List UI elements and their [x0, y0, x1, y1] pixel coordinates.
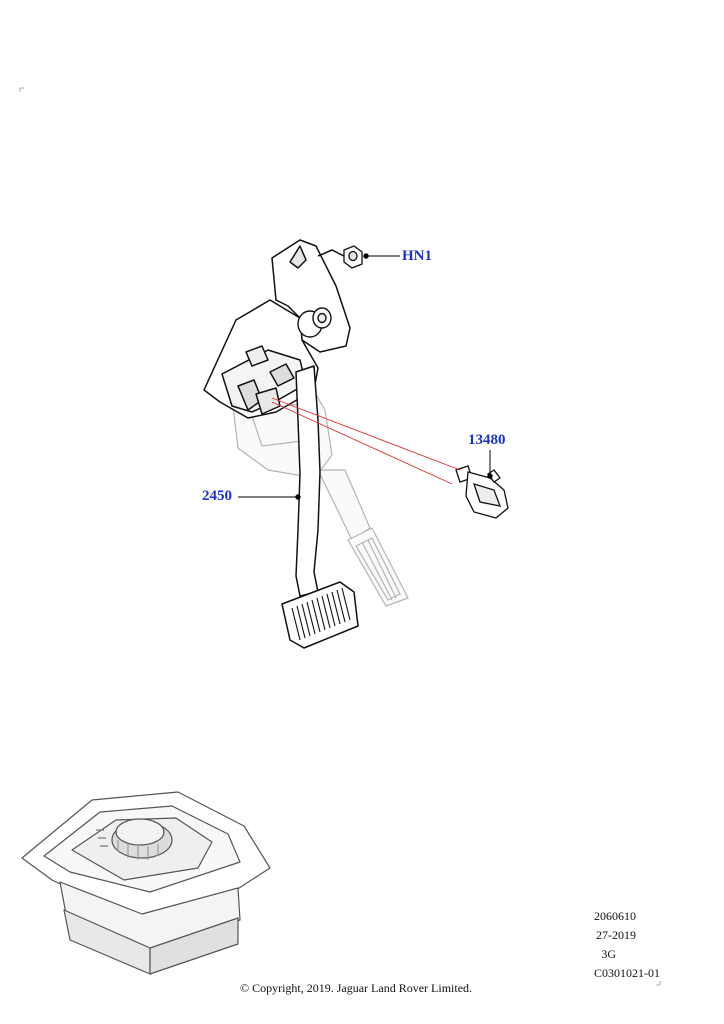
copyright-notice: © Copyright, 2019. Jaguar Land Rover Lim…	[239, 981, 473, 995]
info-line-2: 27-2019	[596, 928, 636, 942]
brake-pedal-pad	[281, 581, 359, 649]
info-line-4: C0301021-01	[594, 966, 660, 980]
leader-line-13480	[487, 450, 493, 479]
brake-light-switch-part	[455, 465, 509, 519]
pedal-bracket	[203, 239, 351, 419]
brake-pedal-arm	[295, 365, 321, 597]
leader-line-2450	[238, 494, 301, 500]
leader-line-hn1	[363, 253, 400, 259]
pivot-bolt	[297, 307, 332, 338]
callout-13480[interactable]: 13480	[468, 432, 506, 448]
callout-hn1[interactable]: HN1	[402, 248, 432, 264]
info-line-3: 3G	[601, 947, 616, 961]
diagram-info-block: 2060610 27-2019 3G C0301021-01	[594, 907, 660, 983]
callout-2450[interactable]: 2450	[202, 488, 232, 504]
crop-mark-bottom-right	[656, 981, 661, 986]
switch-location-lines	[271, 397, 461, 485]
nut-hn1-part	[343, 245, 363, 269]
gear-selector-console	[21, 791, 271, 975]
crop-mark-top-left	[19, 87, 24, 92]
info-line-1: 2060610	[594, 909, 636, 923]
